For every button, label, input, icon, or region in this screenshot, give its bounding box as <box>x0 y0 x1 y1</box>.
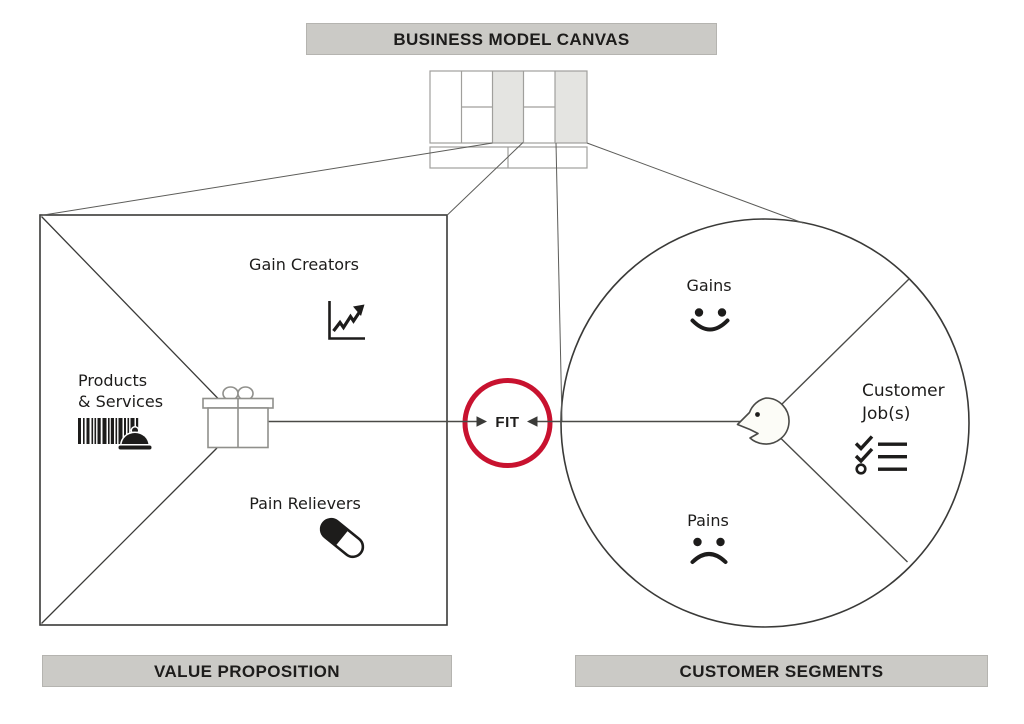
fit-label: FIT <box>495 414 520 431</box>
bmc-customer-segments-cell <box>555 71 587 143</box>
cloche-icon <box>117 426 153 451</box>
customer-jobs-line2: Job(s) <box>862 404 911 424</box>
gain-creators-label: Gain Creators <box>249 255 359 274</box>
checklist-icon <box>854 435 907 475</box>
connector-line <box>555 142 563 423</box>
sector-line-upper <box>779 278 910 407</box>
pains-label: Pains <box>687 511 729 530</box>
pill-icon <box>319 517 365 559</box>
rising-chart-icon <box>328 301 365 340</box>
connector-line <box>586 142 804 224</box>
business-model-canvas-thumbnail <box>429 70 588 169</box>
pain-relievers-label: Pain Relievers <box>249 494 361 513</box>
connector-line <box>40 142 493 216</box>
zoom-connector-lines <box>40 142 804 423</box>
customer-segments-banner: CUSTOMER SEGMENTS <box>575 655 988 687</box>
fit-arrowhead-right <box>527 416 538 427</box>
products-services-line1: Products <box>78 371 148 390</box>
smiley-face-icon <box>690 308 730 332</box>
gains-label: Gains <box>686 276 732 295</box>
bmc-value-proposition-cell <box>492 71 524 143</box>
square-diagonal-top <box>41 216 220 400</box>
sad-face-icon <box>690 537 728 564</box>
head-profile-icon <box>736 397 790 445</box>
products-services-label: Products & Services <box>78 370 208 412</box>
head-eye-dot <box>755 412 760 417</box>
fit-circle <box>462 378 553 468</box>
connector-line <box>446 142 524 216</box>
business-model-canvas-banner: BUSINESS MODEL CANVAS <box>306 23 717 55</box>
square-diagonal-bottom <box>41 447 218 624</box>
sector-line-lower <box>779 436 908 563</box>
value-proposition-banner: VALUE PROPOSITION <box>42 655 452 687</box>
products-services-line2: & Services <box>78 392 164 411</box>
bmc-main-grid <box>429 70 588 144</box>
customer-jobs-label: Customer Job(s) <box>862 380 982 426</box>
customer-jobs-line1: Customer <box>862 381 945 401</box>
fit-arrowhead-left <box>476 416 487 427</box>
gift-box-icon <box>202 386 274 449</box>
